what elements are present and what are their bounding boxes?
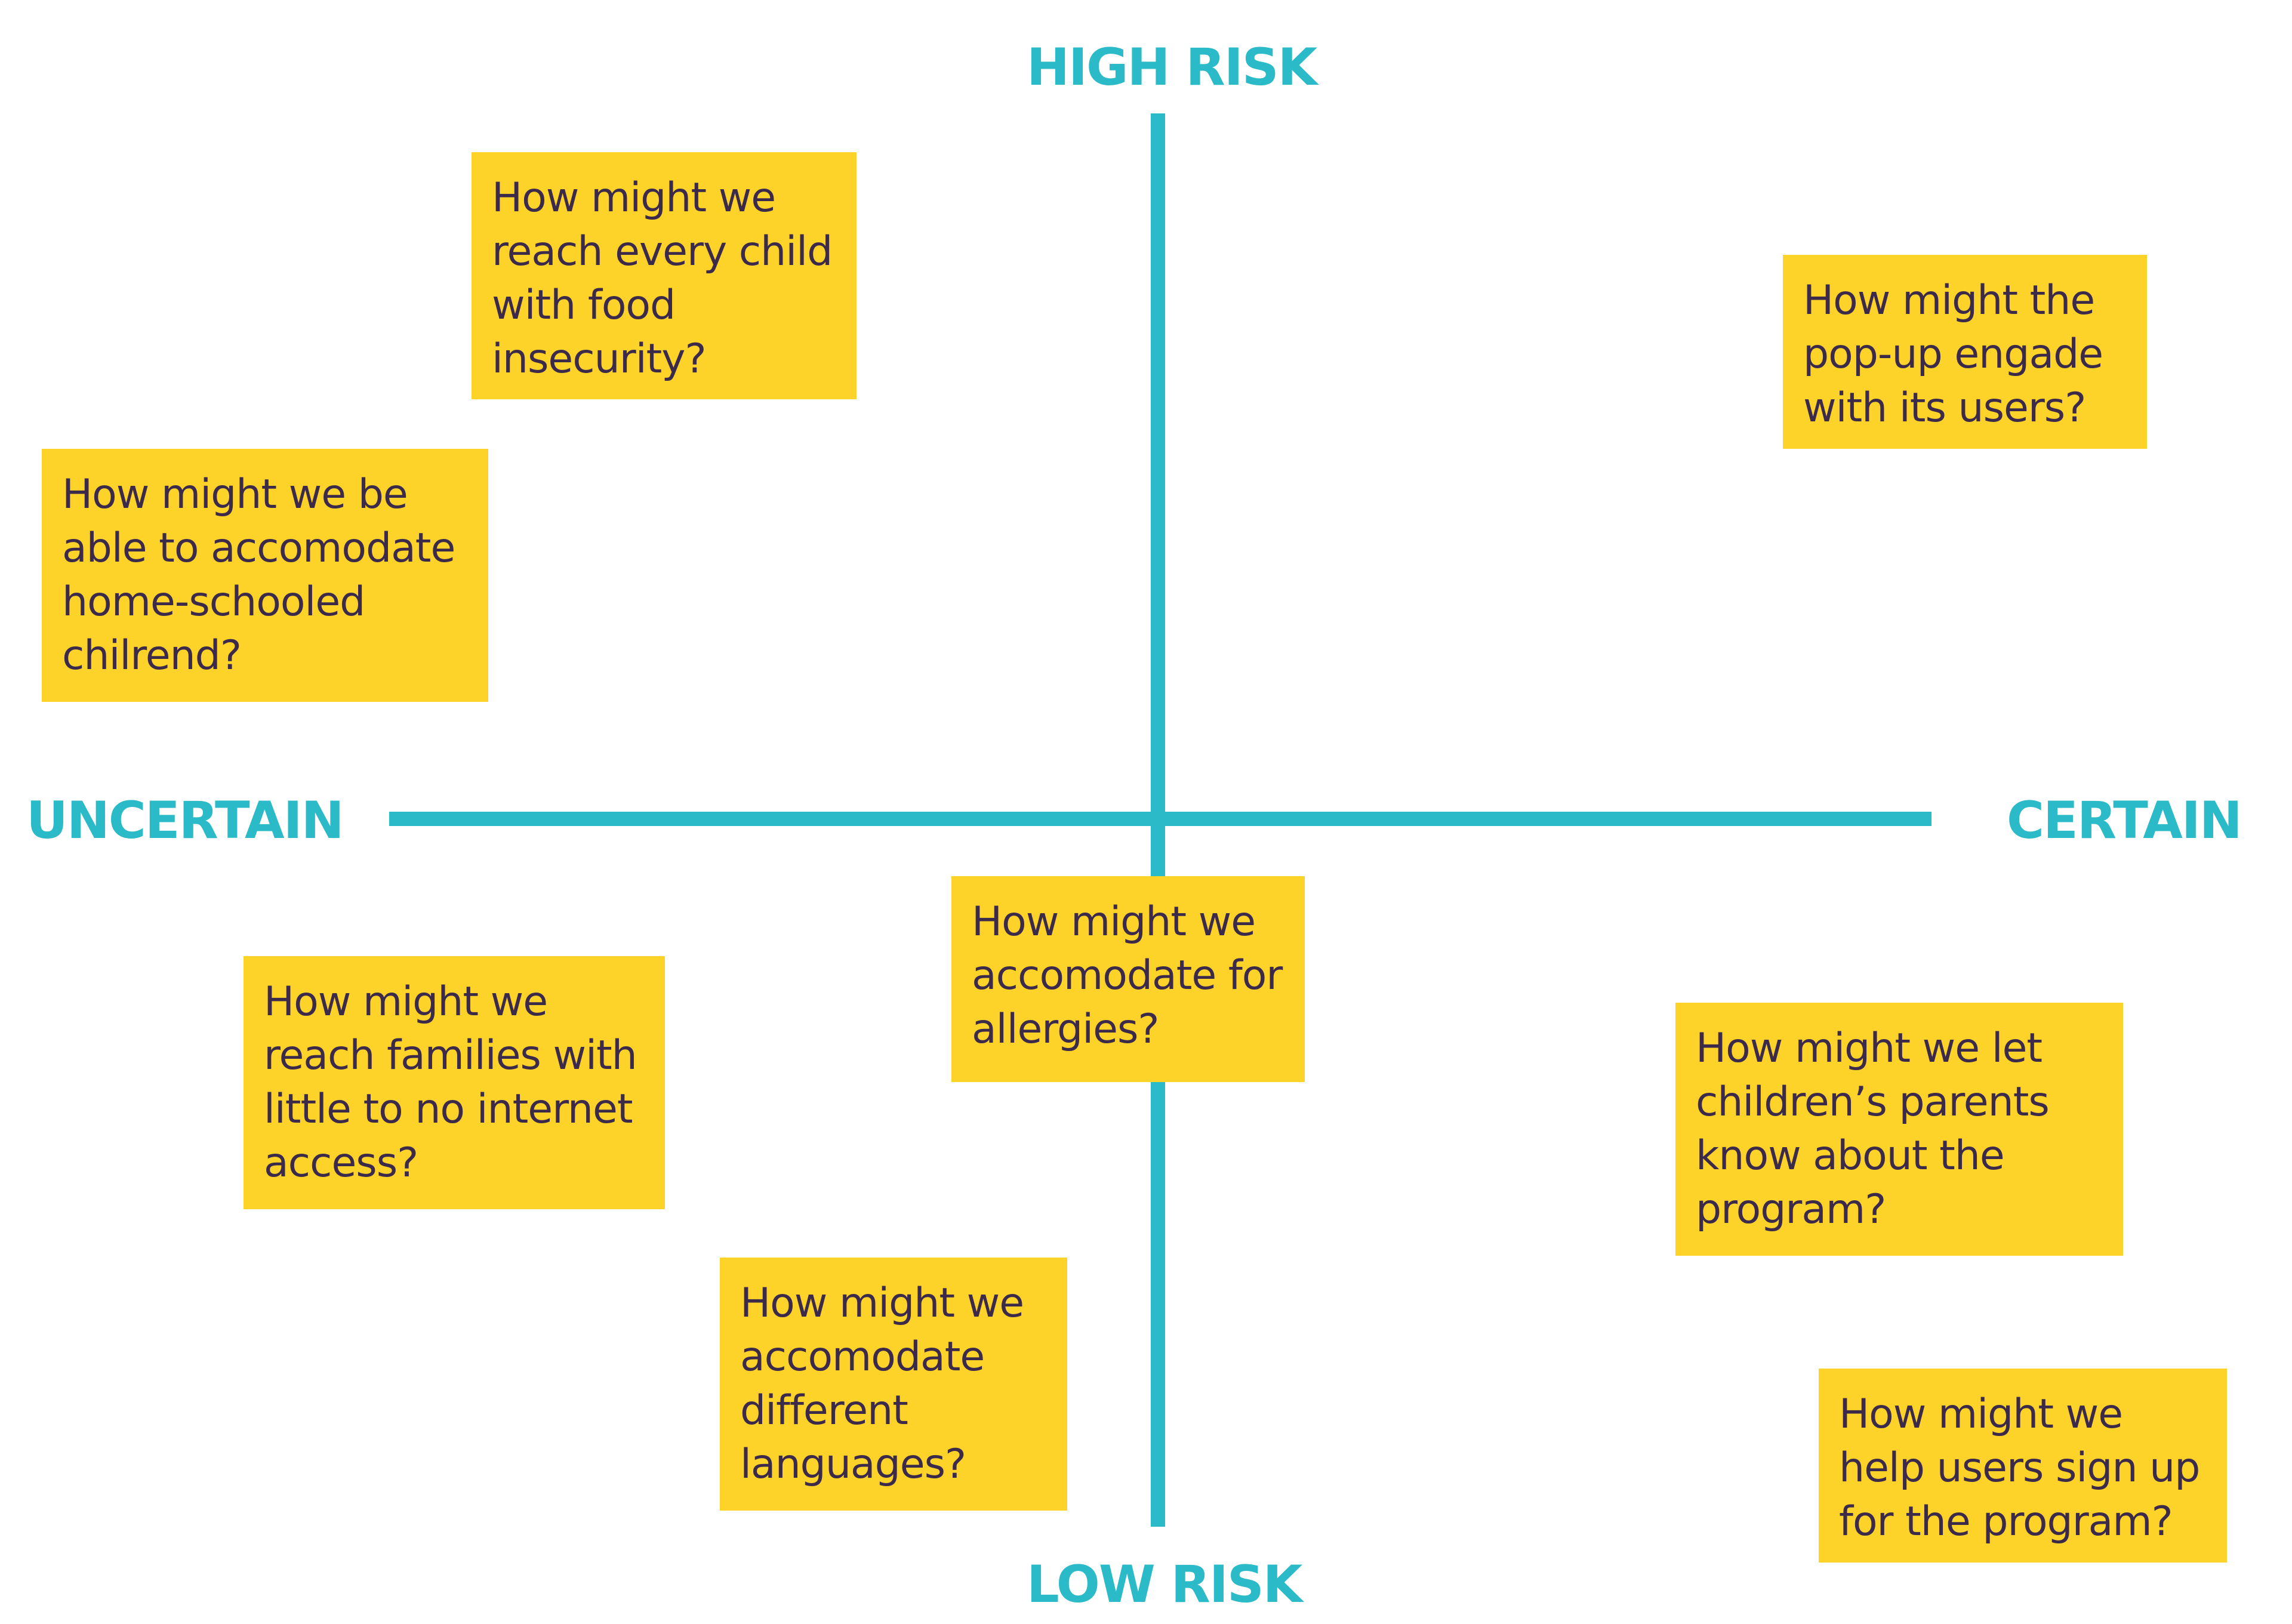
note-line: children’s parents bbox=[1696, 1078, 2050, 1126]
axis-label-high-risk: HIGH RISK bbox=[1027, 38, 1317, 97]
note-line: home-schooled bbox=[62, 578, 365, 625]
note-line: pop-up engade bbox=[1803, 331, 2103, 378]
note-line: reach families with bbox=[264, 1032, 637, 1079]
note-line: access? bbox=[264, 1139, 418, 1187]
sticky-note: How might we reach every child with food… bbox=[472, 152, 857, 399]
note-line: different bbox=[740, 1387, 908, 1434]
note-line: How might we bbox=[972, 898, 1256, 945]
note-line: help users sign up bbox=[1839, 1444, 2200, 1492]
sticky-note: How might we let children’s parents know… bbox=[1675, 1003, 2123, 1256]
sticky-note: How might we accomodate for allergies? bbox=[951, 876, 1305, 1082]
note-line: How might we be bbox=[62, 471, 408, 518]
axis-label-certain: CERTAIN bbox=[2007, 791, 2242, 850]
note-line: reach every child bbox=[492, 228, 833, 275]
note-line: languages? bbox=[740, 1441, 966, 1488]
sticky-note: How might we reach families with little … bbox=[244, 956, 665, 1209]
sticky-note: How might we help users sign up for the … bbox=[1819, 1369, 2227, 1563]
note-line: How might we bbox=[264, 978, 548, 1025]
note-line: insecurity? bbox=[492, 335, 707, 383]
note-line: How might we bbox=[1839, 1391, 2123, 1438]
note-line: little to no internet bbox=[264, 1086, 633, 1133]
note-line: chilrend? bbox=[62, 632, 242, 679]
note-line: program? bbox=[1696, 1186, 1886, 1233]
note-line: accomodate for bbox=[972, 952, 1283, 999]
sticky-note: How might we be able to accomodate home-… bbox=[42, 449, 488, 702]
axis-label-uncertain: UNCERTAIN bbox=[26, 791, 344, 850]
horizontal-axis-line bbox=[389, 812, 1931, 826]
sticky-note: How might the pop-up engade with its use… bbox=[1783, 255, 2147, 449]
note-line: How might we bbox=[492, 174, 776, 221]
note-line: accomodate bbox=[740, 1333, 985, 1380]
note-line: able to accomodate bbox=[62, 525, 455, 572]
note-line: with its users? bbox=[1803, 384, 2086, 432]
note-line: allergies? bbox=[972, 1006, 1159, 1053]
note-line: for the program? bbox=[1839, 1498, 2173, 1545]
note-line: How might the bbox=[1803, 277, 2095, 324]
axis-label-low-risk: LOW RISK bbox=[1027, 1555, 1302, 1614]
note-line: How might we bbox=[740, 1280, 1024, 1327]
note-line: know about the bbox=[1696, 1132, 2005, 1179]
sticky-note: How might we accomodate different langua… bbox=[720, 1258, 1067, 1511]
note-line: How might we let bbox=[1696, 1025, 2043, 1072]
note-line: with food bbox=[492, 282, 676, 329]
